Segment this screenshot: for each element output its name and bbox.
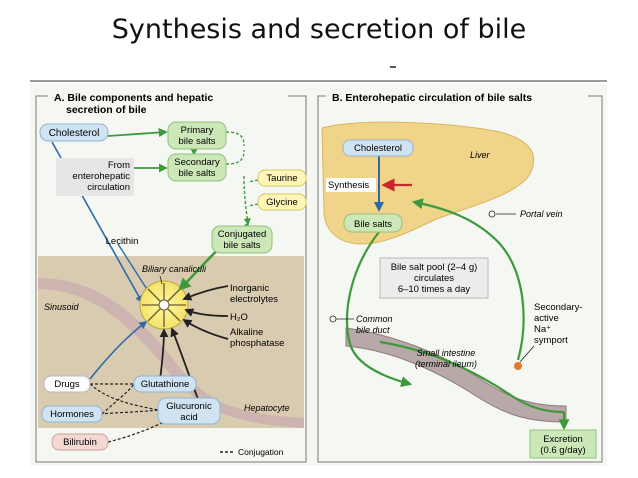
small-intestine-shape [345,327,567,423]
pool-line1: Bile salt pool (2–4 g) [391,262,478,273]
glucuronic-line2: acid [180,412,197,423]
portal-vein-label: Portal vein [520,209,563,219]
glycine-box [257,193,307,211]
glutathione-box [133,375,197,393]
panel-b: B. Enterohepatic circulation of bile sal… [317,90,603,463]
panel-a-title-backdrop [48,88,288,118]
phosphatase-arrow [182,319,229,340]
panel-b-title-backdrop [326,90,588,104]
excretion-line1: Excretion [543,434,583,445]
secondary-bile-salts-box [167,153,227,182]
cholesterol-to-primary-arrow [107,128,168,137]
drugs-to-canaliculus-arrow [89,321,148,380]
lecithin-label: Lecithin [106,236,139,247]
panel-b-cholesterol-label: Cholesterol [354,143,402,154]
primary-line2: bile salts [179,136,216,147]
title-underline [30,80,607,82]
glucuronic-arrow [170,327,201,405]
glucuronic-line1: Glucuronic [166,401,212,412]
bile-figure: A. Bile components and hepatic secretion… [30,84,607,466]
pool-line2: circulates [414,273,454,284]
panel-b-cholesterol-box [342,139,414,157]
hormones-label: Hormones [50,409,94,420]
conjugated-line1: Conjugated [218,229,267,240]
secondary-line2: bile salts [179,168,216,179]
bilirubin-label: Bilirubin [63,437,97,448]
conjugation-legend-label: Conjugation [238,447,284,457]
bile-diagram: A. Bile components and hepatic secretion… [35,88,603,463]
glycine-label: Glycine [266,197,298,208]
symport-pointer [519,345,535,363]
synthesis-label: Synthesis [328,180,369,191]
drugs-label: Drugs [54,379,80,390]
taurine-box [257,169,307,187]
secondary-line1: Secondary [174,157,220,168]
excretion-box [529,429,597,459]
from-line2: enterohepatic [72,171,130,182]
panel-a-title-line1: A. Bile components and hepatic [54,92,213,104]
panel-b-bile-salts-box [343,213,403,233]
bile-pool-box [379,257,489,299]
secondary-active-line3: Na⁺ [534,324,551,335]
glutathione-label: Glutathione [141,379,190,390]
panel-a-cholesterol-box [39,123,109,142]
primary-bile-salts-box [167,121,227,150]
from-line3: circulation [87,182,130,193]
excretion-line2: (0.6 g/day) [540,445,585,456]
drugs-box [43,375,91,393]
water-arrow [184,308,229,317]
portal-vein-pointer-dot [488,210,496,218]
electrolytes-arrow [182,285,229,301]
synthesis-label-backdrop [326,178,376,192]
alkaline-line1: Alkaline [230,327,263,338]
na-symport-marker [514,362,522,370]
panel-b-title: B. Enterohepatic circulation of bile sal… [332,92,532,104]
water-label: H₂O [230,312,248,323]
common-bile-duct-line1: Common [356,314,393,324]
pool-line3: 6–10 times a day [398,284,471,295]
lecithin-to-canaliculus-arrow [117,243,151,296]
biliary-canaliculus [139,280,189,330]
secondary-active-line1: Secondary- [534,302,583,313]
small-intestine-line1: Small intestine [417,348,476,358]
inorganic-line1: Inorganic [230,283,269,294]
title-tick-mark [390,66,396,68]
common-bile-duct-pointer-dot [329,315,337,323]
primary-line1: Primary [181,125,214,136]
panel-b-bile-salts-label: Bile salts [354,219,392,230]
panel-a: A. Bile components and hepatic secretion… [35,88,307,463]
liver-label: Liver [470,150,491,160]
panel-a-cholesterol-label: Cholesterol [49,128,100,139]
small-intestine-line2: (terminal ileum) [415,359,477,369]
intestinal-flow-line [379,340,565,414]
alkaline-line2: phosphatase [230,338,284,349]
bilirubin-box [51,433,109,451]
hormones-box [41,405,103,423]
conjugated-line2: bile salts [224,240,261,251]
glucuronic-acid-box [157,397,221,425]
sinusoid-label: Sinusoid [44,302,80,312]
slide-title: Synthesis and secretion of bile [111,14,527,45]
hepatocyte-label: Hepatocyte [244,403,290,413]
portal-return-arrow [411,198,525,361]
secondary-active-line2: active [534,313,559,324]
panel-a-title-line2: secretion of bile [66,104,147,116]
bile-acid-dashed-arrows [225,131,259,226]
from-circulation-box [56,158,134,196]
biliary-canaliculi-label: Biliary canaliculi [142,264,207,274]
inorganic-line2: electrolytes [230,294,278,305]
common-bile-duct-line2: bile duct [356,325,390,335]
bile-duct-flow-arrow [345,231,413,388]
taurine-label: Taurine [266,173,297,184]
canaliculi-pointer [159,275,163,285]
secondary-active-line4: symport [534,335,568,346]
conjugated-bile-salts-box [211,225,273,254]
from-line1: From [108,160,130,171]
conjugation-links [89,383,173,443]
